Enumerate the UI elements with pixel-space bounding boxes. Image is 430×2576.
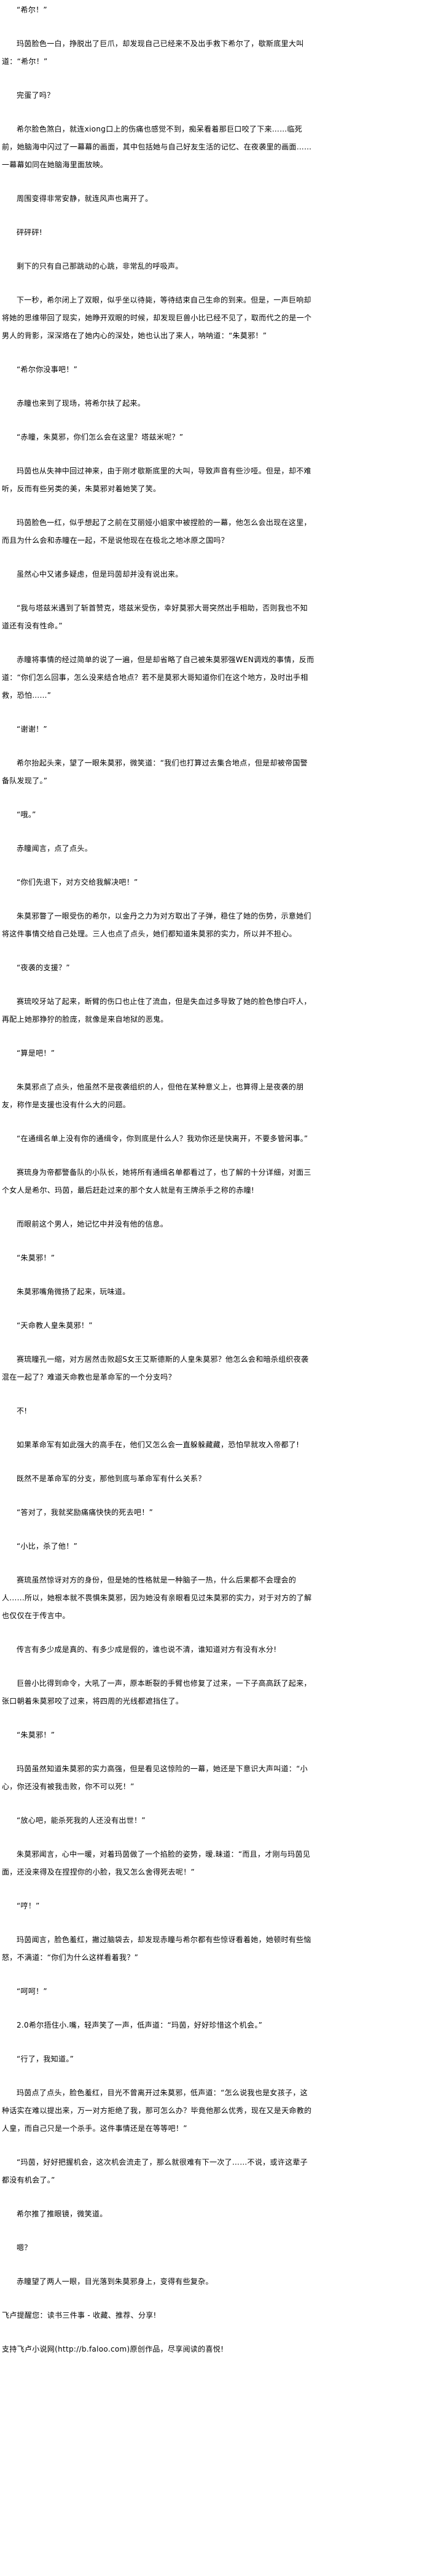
paragraph: 赤瞳也来到了现场，将希尔扶了起来。 [17,399,146,408]
paragraph: 如果革命军有如此强大的高手在，他们又怎么会一直躲躲藏藏，恐怕早就攻入帝都了! [17,1440,300,1449]
paragraph: 而眼前这个男人，她记忆中并没有他的信息。 [17,1220,168,1228]
paragraph: 希尔推了推眼镜，微笑道。 [17,2210,108,2218]
paragraph: 玛茵闻言，脸色羞红，撇过脑袋去，却发现赤瞳与希尔都有些惊讶看着她，她顿时有些恼怒… [2,1935,311,1962]
paragraph: “希尔你没事吧！” [17,365,78,374]
paragraph: 玛茵点了点头，脸色羞红，目光不曾离开过朱莫邪，低声道：“怎么说我也是女孩子，这种… [2,2088,312,2133]
paragraph: 赤瞳闻言，点了点头。 [17,844,93,853]
paragraph: 巨兽小比得到命令，大吼了一声，原本断裂的手臂也修复了过来，一下子高高跃了起来，张… [2,1679,311,1705]
paragraph: 朱莫邪瞥了一眼受伤的希尔，以金丹之力为对方取出了子弹，稳住了她的伤势，示意她们将… [2,912,311,938]
paragraph: 下一秒，希尔闭上了双眼，似乎坐以待毙，等待结束自己生命的到来。但是，一声巨响却将… [2,296,312,340]
paragraph: 传言有多少成是真的、有多少成是假的，谁也说不清，谁知道对方有没有水分! [17,1645,277,1654]
paragraph: “赤瞳，朱莫邪，你们怎么会在这里？塔兹米呢？” [17,433,184,441]
paragraph: 玛茵也从失神中回过神来，由于刚才歇斯底里的大叫，导致声音有些沙哑。但是，却不难听… [2,467,311,493]
paragraph: “行了，我知道。” [17,2055,74,2063]
paragraph: “呵呵！” [17,1987,47,1996]
paragraph: 赤瞳望了两人一眼，目光落到朱莫邪身上，变得有些复杂。 [17,2277,213,2286]
paragraph: 虽然心中又诸多疑虑，但是玛茵却并没有说出来。 [17,570,183,579]
paragraph: 赤瞳将事情的经过简单的说了一遍，但是却省略了自己被朱莫邪强WEN调戏的事情，反而… [2,655,315,700]
paragraph: “天命教人皇朱莫邪！” [17,1321,93,1330]
paragraph: “朱莫邪！” [17,1254,55,1262]
paragraph: 朱莫邪点了点头，他虽然不是夜袭组织的人，但他在某种意义上，也算得上是夜袭的朋友，… [2,1083,304,1109]
paragraph: “希尔！” [17,6,47,14]
chapter-text: “希尔！” 玛茵脸色一白，挣脱出了巨爪，却发现自己已经来不及出手救下希尔了，歇斯底… [2,6,315,2286]
paragraph: 剩下的只有自己那跳动的心跳，非常乱的呼吸声。 [17,262,183,271]
site-footer: 飞卢提醒您：读书三件事 - 收藏、推荐、分享! 支持飞卢小说网(http://b… [0,2307,430,2358]
paragraph: 赛琉虽然惊讶对方的身份，但是她的性格就是一种脑子一热，什么后果都不会理会的人..… [2,1576,312,1620]
paragraph: 希尔脸色煞白，就连xiong口上的伤痛也感觉不到，痴呆看着那巨口咬了下来……临死… [2,125,312,169]
paragraph: 周围变得非常安静，就连风声也离开了。 [17,194,153,203]
paragraph: 砰砰砰! [17,228,43,237]
paragraph: “谢谢！” [17,725,47,733]
paragraph: 赛琉咬牙站了起来，断臂的伤口也止住了流血，但是失血过多导致了她的脸色惨白吓人，再… [2,997,311,1024]
paragraph: “玛茵，好好把握机会，这次机会流走了，那么就很难有下一次了……不说，或许这辈子都… [2,2158,308,2184]
paragraph: “答对了，我就奖励痛痛快快的死去吧！” [17,1508,154,1517]
paragraph: 2.0希尔捂住小.嘴，轻声笑了一声，低声道：“玛茵，好好珍惜这个机会。” [17,2021,263,2029]
paragraph: 玛茵脸色一白，挣脱出了巨爪，却发现自己已经来不及出手救下希尔了，歇斯底里大叫道：… [2,39,304,66]
paragraph: “在通缉名单上没有你的通缉令，你到底是什么人？我劝你还是快离开，不要多管闲事。” [17,1134,308,1143]
paragraph: 赛琉身为帝都警备队的小队长，她将所有通缉名单都看过了，也了解的十分详细，对面三个… [2,1168,311,1195]
paragraph: 朱莫邪嘴角微扬了起来，玩味道。 [17,1287,130,1296]
paragraph: 赛琉瞳孔一缩，对方居然击败超S女王艾斯德斯的人皇朱莫邪？他怎么会和暗杀组织夜袭混… [2,1355,309,1381]
paragraph: 嗯？ [17,2243,32,2252]
paragraph: 既然不是革命军的分支，那他到底与革命军有什么关系？ [17,1474,206,1483]
paragraph: “算是吧！” [17,1049,55,1057]
paragraph: “你们先退下，对方交给我解决吧！” [17,878,138,887]
paragraph: 完蛋了吗？ [17,91,55,100]
paragraph: “我与塔兹米遇到了斩首赞克，塔兹米受伤，幸好莫邪大哥突然出手相助，否则我也不知道… [2,604,308,630]
paragraph: “小比，杀了他！” [17,1542,78,1551]
paragraph: 玛茵虽然知道朱莫邪的实力高强，但是看见这惊险的一幕，她还是下意识大声叫道：“小心… [2,1764,308,1791]
paragraph: 希尔抬起头来，望了一眼朱莫邪，微笑道：“我们也打算过去集合地点，但是却被帝国警备… [2,759,308,785]
paragraph: 朱莫邪闻言，心中一暖，对着玛茵做了一个掐脸的姿势，暧.昧道：“而且，才刚与玛茵见… [2,1850,311,1876]
paragraph: “朱莫邪！” [17,1731,55,1739]
paragraph: “放心吧，能杀死我的人还没有出世！” [17,1816,146,1825]
site-support-link-text: 支持飞卢小说网(http://b.faloo.com)原创作品，尽享阅读的喜悦! [2,2345,224,2353]
paragraph: “夜袭的支援？” [17,963,70,972]
paragraph: 玛茵脸色一红，似乎想起了之前在艾丽娅小姐家中被捏脸的一幕，他怎么会出现在这里，而… [2,518,311,545]
paragraph: 不! [17,1407,28,1415]
reading-reminder: 飞卢提醒您：读书三件事 - 收藏、推荐、分享! [2,2311,157,2320]
paragraph: “哦。” [17,810,36,819]
paragraph: “哼！” [17,1902,40,1910]
